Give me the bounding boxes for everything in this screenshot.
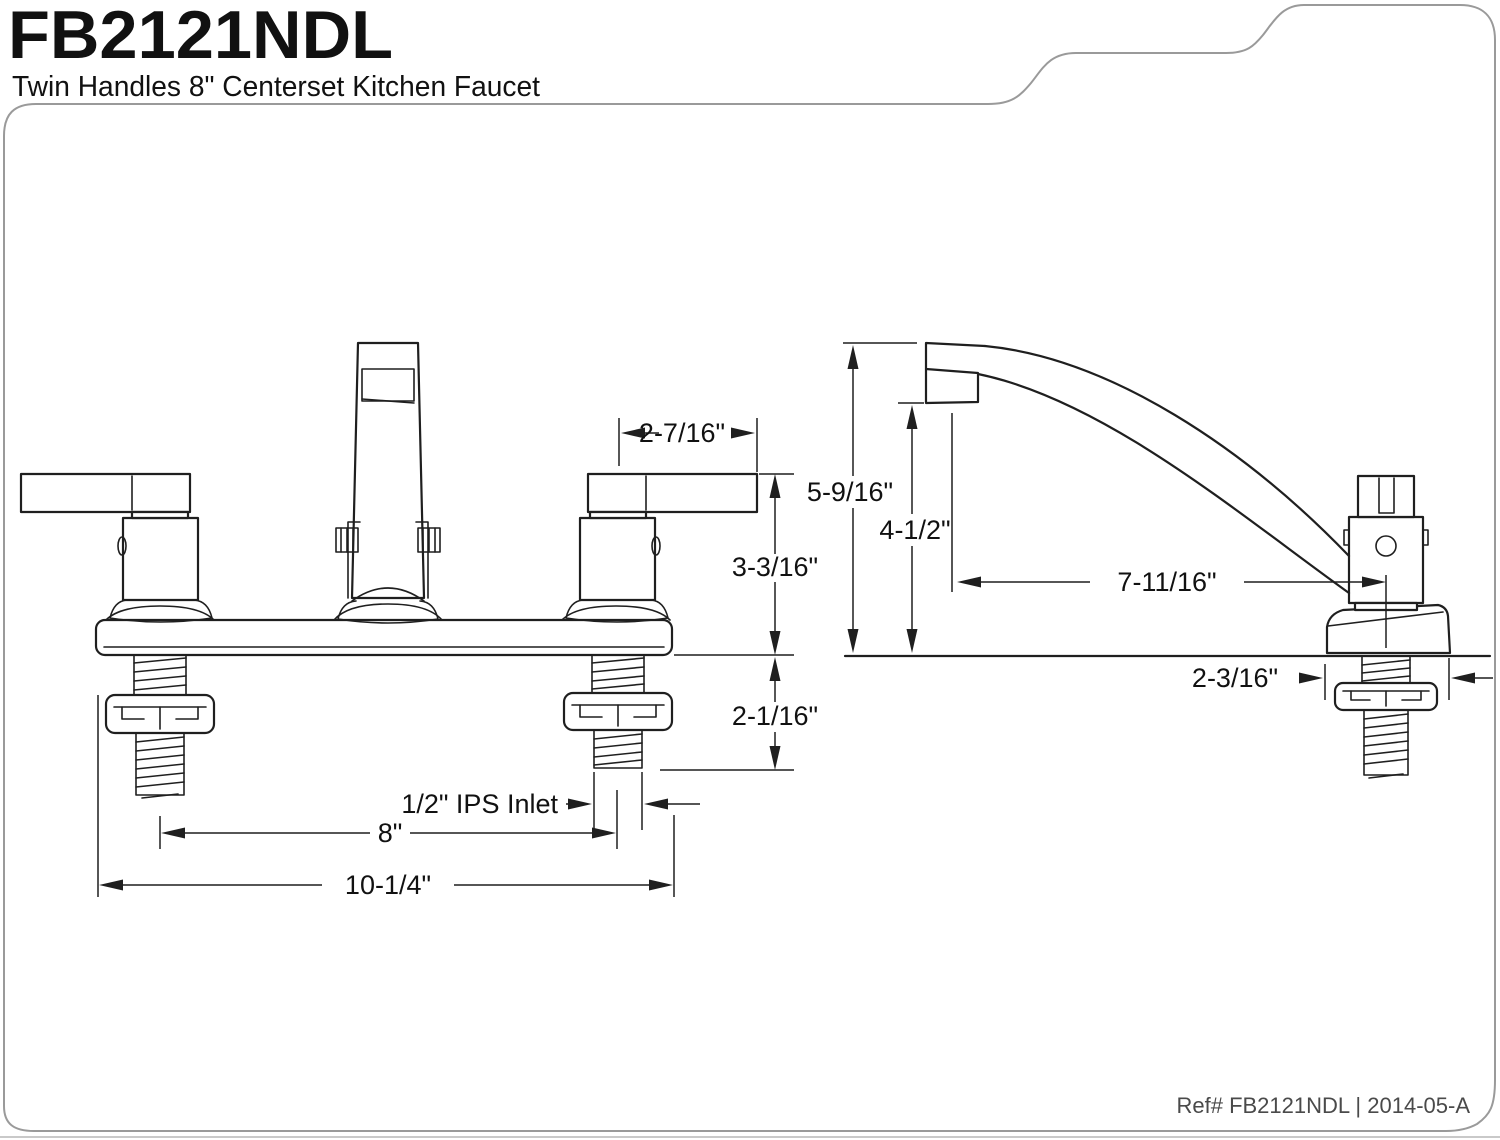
side-base-skirt: [1325, 603, 1452, 655]
spout-dome: [333, 603, 443, 621]
dim-overall-width-label: 10-1/4": [345, 870, 431, 900]
spout-nozzle: [924, 367, 980, 405]
left-lower-thread: [135, 732, 185, 799]
right-mounting-nut: [562, 691, 674, 732]
sheet-border: [3, 4, 1496, 1132]
side-shank: [1333, 655, 1439, 779]
dim-handle-height: 3-3/16": [674, 473, 818, 656]
dim-base-depth: 2-3/16": [1192, 658, 1493, 700]
side-dimensions: 5-9/16" 4-1/2" 7-11/16" 2-3/1: [807, 342, 1493, 700]
spout-inner-curve: [976, 372, 1351, 595]
side-body-tab-right: [1422, 529, 1429, 546]
dim-handle-span: 2-7/16": [618, 418, 758, 472]
side-upper-thread: [1361, 655, 1411, 684]
inlet-label: 1/2" IPS Inlet: [401, 789, 558, 819]
spout-skirt: [337, 600, 439, 624]
page-subtitle: Twin Handles 8" Centerset Kitchen Faucet: [12, 71, 540, 103]
dim-spout-reach: 7-11/16": [951, 413, 1387, 648]
front-view: [19, 341, 759, 799]
spout-nozzle-top: [924, 341, 987, 371]
dim-overall-height: 5-9/16": [807, 342, 917, 653]
left-handle: [19, 472, 213, 623]
left-upper-thread: [133, 654, 187, 696]
side-handle: [1356, 474, 1416, 519]
deck-plate: [94, 618, 674, 657]
dim-outlet-height-label: 4-1/2": [879, 515, 950, 545]
right-handle-lever: [586, 472, 759, 514]
right-handle-base: [578, 516, 657, 602]
left-handle-dome: [105, 605, 215, 621]
side-body-port: [1375, 535, 1397, 557]
front-dimensions: 2-7/16" 3-3/16" 2-1/16" 1/2" IPS Inlet: [97, 418, 818, 900]
side-lower-thread: [1363, 709, 1409, 779]
dim-outlet-height: 4-1/2": [879, 402, 951, 653]
spout-outer-curve: [983, 344, 1351, 558]
dim-shank-length: 2-1/16": [660, 657, 818, 771]
dim-spout-reach-label: 7-11/16": [1117, 567, 1216, 597]
left-handle-post: [130, 510, 190, 520]
left-handle-lever: [19, 472, 192, 514]
right-lower-thread: [593, 729, 643, 769]
left-shank: [104, 654, 216, 799]
spout-outlet-lip: [361, 398, 415, 404]
left-mounting-nut: [104, 693, 216, 735]
right-handle-pin: [651, 536, 661, 556]
side-handle-body: [1356, 474, 1416, 519]
right-upper-thread: [591, 654, 645, 694]
side-spout: [924, 341, 1351, 595]
dim-shank-length-label: 2-1/16": [732, 701, 818, 731]
side-handle-slot: [1378, 477, 1395, 514]
dim-centers: 8": [159, 790, 618, 849]
dim-overall-width: 10-1/4": [97, 695, 675, 900]
header: FB2121NDL Twin Handles 8" Centerset Kitc…: [8, 0, 540, 103]
dim-centers-label: 8": [378, 818, 403, 848]
dim-handle-height-label: 3-3/16": [732, 552, 818, 582]
dim-overall-height-label: 5-9/16": [807, 477, 893, 507]
dim-base-depth-label: 2-3/16": [1192, 663, 1278, 693]
side-mounting-nut: [1333, 681, 1439, 712]
side-view: [843, 341, 1492, 779]
spout-column: [335, 341, 441, 624]
right-shank: [562, 654, 674, 769]
side-body-tab-left: [1343, 529, 1350, 546]
left-handle-base: [121, 516, 200, 602]
right-handle-dome: [561, 605, 671, 621]
spout-body: [350, 341, 426, 600]
right-knurl-nut: [417, 527, 441, 553]
right-handle-post: [588, 510, 648, 520]
footer-reference: Ref# FB2121NDL | 2014-05-A: [1176, 1093, 1470, 1118]
spout-bracket: [347, 521, 429, 599]
right-handle: [565, 472, 759, 623]
spout-base-arch: [351, 587, 425, 602]
left-handle-pin: [117, 536, 127, 556]
dim-handle-span-label: 2-7/16": [639, 418, 725, 448]
left-knurl-nut: [335, 527, 359, 553]
dim-inlet: 1/2" IPS Inlet: [401, 772, 700, 830]
page-title: FB2121NDL: [8, 0, 393, 73]
